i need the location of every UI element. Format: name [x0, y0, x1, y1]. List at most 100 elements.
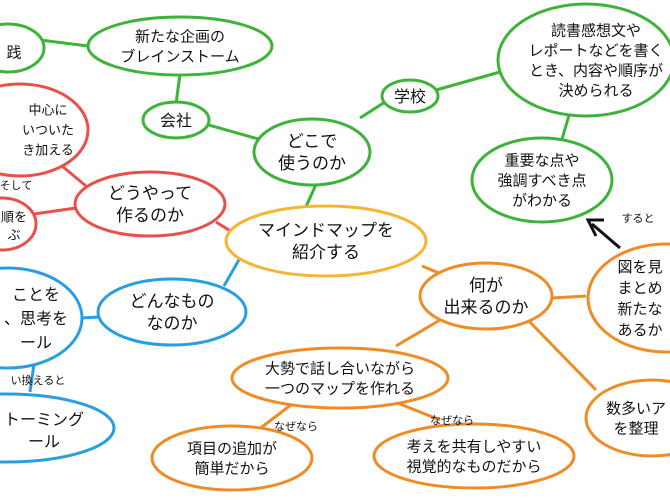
- node-text-line: どこで: [287, 132, 338, 152]
- node-what-kind-text: どんなものなのか: [130, 292, 215, 334]
- node-company-text: 会社: [160, 111, 192, 130]
- edge-where-school: [359, 100, 386, 120]
- node-what-kind[interactable]: [96, 277, 248, 347]
- node-blue-bottom[interactable]: [0, 392, 116, 464]
- edge-brainstorm-practice: [39, 38, 89, 48]
- node-discussion[interactable]: [230, 346, 450, 410]
- node-how-make-text: どうやって作るのか: [108, 184, 192, 226]
- edge-where-company: [204, 122, 263, 142]
- node-text-line: どうやって: [108, 184, 192, 204]
- edge-howmake-redtop: [61, 164, 87, 188]
- node-text-line: ール: [28, 432, 60, 451]
- node-text-line: とき、内容や順序が: [529, 61, 663, 79]
- node-red-bottom-text: 順をぶ: [1, 211, 27, 244]
- edge-school-report: [435, 70, 501, 92]
- node-text-line: 学校: [394, 87, 426, 106]
- node-practice-text: 践: [6, 43, 21, 61]
- node-text-line: 強調すべき点: [498, 171, 587, 189]
- node-text-line: 作るのか: [116, 206, 184, 226]
- node-brainstorm-plan[interactable]: [86, 15, 274, 77]
- edge-howmake-redbottom: [33, 206, 77, 216]
- edge-bluetop-bluebottom: [28, 363, 36, 393]
- node-text-line: を整理: [613, 419, 658, 437]
- node-center[interactable]: [224, 204, 428, 278]
- node-blue-top-text: ことを、思考をール: [4, 285, 68, 352]
- node-text-line: ール: [20, 333, 52, 352]
- node-text-line: 順を: [1, 211, 27, 226]
- node-red-top[interactable]: [0, 82, 90, 178]
- node-report-text: 読書感想文やレポートなどを書くとき、内容や順序が決められる: [528, 21, 663, 99]
- node-many-ideas[interactable]: [584, 378, 670, 458]
- edge-company-brainstorm: [174, 73, 182, 105]
- node-school-text: 学校: [394, 87, 426, 106]
- node-discussion-text: 大勢で話し合いながら一つのマップを作れる: [265, 359, 415, 397]
- node-where-text: どこで使うのか: [278, 132, 346, 174]
- node-important[interactable]: [470, 136, 614, 224]
- node-text-line: ぶ: [7, 229, 20, 244]
- node-text-line: 使うのか: [278, 153, 346, 174]
- node-text-line: 紹介する: [292, 243, 360, 263]
- node-text-line: 何が: [469, 276, 503, 296]
- node-share-text: 考えを共有しやすい視覚的なものだから: [406, 437, 541, 475]
- node-text-line: 項目の追加が: [187, 439, 277, 457]
- edge-label-soshite: そして: [0, 179, 32, 192]
- node-how-make[interactable]: [73, 170, 227, 238]
- node-add-items[interactable]: [150, 424, 314, 492]
- edge-label-suruto: すると: [622, 212, 655, 225]
- node-text-line: 数多いア: [606, 399, 666, 417]
- node-text-line: 視覚的なものだから: [406, 457, 541, 475]
- node-text-line: 出来るのか: [444, 298, 529, 318]
- node-red-bottom[interactable]: [0, 196, 38, 252]
- edge-label-nazenara-2: なぜなら: [430, 414, 474, 427]
- node-figure-text: 図を見まとめ新たなあるか: [617, 258, 662, 339]
- node-text-line: 考えを共有しやすい: [407, 437, 542, 455]
- node-text-line: いついた: [22, 124, 74, 139]
- node-text-line: 簡単だから: [194, 459, 269, 477]
- node-text-line: レポートなどを書く: [528, 41, 663, 59]
- node-brainstorm-plan-text: 新たな企画のブレインストーム: [120, 27, 239, 65]
- node-center-text: マインドマップを紹介する: [258, 221, 394, 263]
- node-share[interactable]: [372, 422, 576, 490]
- edge-cando-figure: [551, 294, 587, 300]
- node-text-line: 読書感想文や: [551, 21, 641, 39]
- node-important-text: 重要な点や強調すべき点がわかる: [498, 151, 587, 209]
- edge-label-nazenara-1: なぜなら: [274, 420, 318, 433]
- node-can-do-text: 何が出来るのか: [444, 276, 529, 318]
- node-where[interactable]: [252, 117, 372, 187]
- node-text-line: 会社: [160, 111, 192, 130]
- node-text-line: なのか: [147, 314, 198, 334]
- node-text-line: 中心に: [28, 104, 67, 119]
- edge-cando-discussion: [395, 318, 441, 348]
- node-text-line: がわかる: [512, 191, 572, 209]
- edge-center-whatkind: [222, 257, 242, 287]
- node-text-line: 一つのマップを作れる: [265, 379, 415, 397]
- edge-cando-manyideas: [522, 314, 598, 392]
- node-blue-bottom-text: トーミングール: [4, 410, 84, 451]
- node-report[interactable]: [496, 2, 670, 118]
- node-many-ideas-text: 数多いアを整理: [606, 399, 666, 437]
- node-figure[interactable]: [586, 242, 670, 354]
- node-add-items-text: 項目の追加が簡単だから: [187, 439, 277, 477]
- node-text-line: ブレインストーム: [120, 47, 239, 65]
- arrow-suruto: [585, 218, 621, 250]
- node-text-line: ことを: [12, 285, 60, 304]
- node-text-line: 新たな: [617, 300, 662, 318]
- node-blue-top[interactable]: [0, 266, 84, 370]
- node-can-do[interactable]: [418, 261, 554, 331]
- node-text-line: まとめ: [617, 279, 662, 297]
- node-text-line: 決められる: [558, 81, 633, 99]
- node-text-line: どんなもの: [130, 292, 215, 312]
- node-practice[interactable]: [0, 22, 46, 74]
- node-text-line: 、思考を: [4, 309, 68, 328]
- node-text-line: き加える: [22, 144, 74, 159]
- node-text-line: 践: [6, 43, 21, 61]
- node-red-top-text: 中心にいついたき加える: [22, 104, 74, 159]
- edge-label-iikaeru: い換えると: [11, 374, 66, 387]
- node-company[interactable]: [141, 100, 211, 140]
- node-text-line: トーミング: [4, 410, 84, 429]
- node-text-line: あるか: [617, 321, 662, 339]
- node-text-line: 図を見: [617, 258, 662, 276]
- node-school[interactable]: [380, 78, 440, 114]
- node-text-line: 重要な点や: [504, 151, 579, 169]
